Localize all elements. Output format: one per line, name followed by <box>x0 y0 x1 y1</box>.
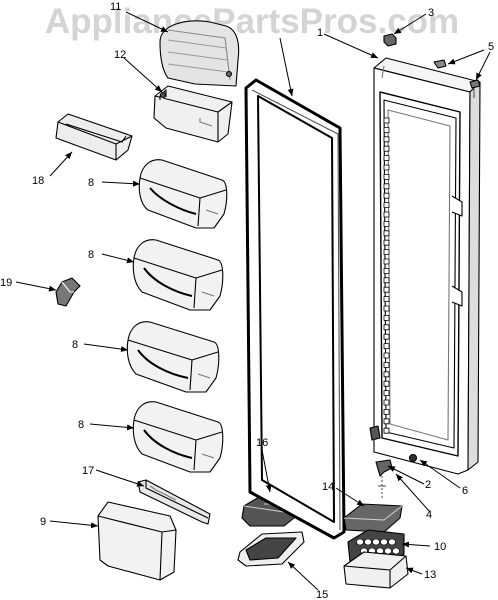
ice-cube-cell <box>356 538 364 546</box>
liner-dimple <box>383 314 390 321</box>
callout-10: 10 <box>434 541 446 553</box>
ice-cube-cell <box>372 538 380 546</box>
ice-tray-cover-part <box>343 503 403 533</box>
callout-14: 14 <box>322 481 334 493</box>
ice-cube-cell <box>364 538 372 546</box>
liner-dimple <box>383 390 390 397</box>
callout-8-b: 8 <box>88 249 94 261</box>
liner-dimple <box>383 183 390 190</box>
callout-6: 6 <box>462 485 468 497</box>
liner-dimple <box>383 155 390 162</box>
callout-4: 4 <box>426 509 432 521</box>
callout-12: 12 <box>114 49 126 61</box>
liner-dimple <box>383 286 390 293</box>
ice-tray-part <box>237 531 305 567</box>
door-bin-part-4 <box>132 401 224 473</box>
ice-cube-cell <box>388 538 396 546</box>
callout-11: 11 <box>110 1 121 13</box>
liner-dimple <box>383 239 390 246</box>
callout-16: 16 <box>256 437 268 449</box>
callout-3: 3 <box>428 7 434 19</box>
callout-5: 5 <box>488 41 494 53</box>
liner-dimple <box>383 277 390 284</box>
door-bin-part-2 <box>132 239 224 311</box>
ice-cube-cell <box>384 547 392 555</box>
lower-hinge-part <box>369 425 393 500</box>
door-assembly-part <box>373 57 481 475</box>
screw-part-5a <box>433 59 447 69</box>
liner-dimple <box>383 249 390 256</box>
liner-dimple <box>383 352 390 359</box>
liner-dimple <box>383 173 390 180</box>
callout-2: 2 <box>425 479 431 491</box>
liner-dimple <box>383 117 390 124</box>
liner-dimple <box>383 258 390 265</box>
small-door-shelf-part <box>55 113 133 161</box>
liner-dimple <box>383 380 390 387</box>
dairy-cover-part <box>159 20 240 87</box>
callout-19: 19 <box>0 277 12 289</box>
door-bin-part-3 <box>126 321 220 393</box>
liner-dimple <box>383 136 390 143</box>
liner-dimple <box>383 145 390 152</box>
liner-dimple <box>383 230 390 237</box>
ice-cube-cell <box>380 538 388 546</box>
callout-8-c: 8 <box>72 339 78 351</box>
door-gasket-part <box>244 78 346 540</box>
callout-15: 15 <box>316 589 328 600</box>
callout-9: 9 <box>40 516 46 528</box>
leader-lines <box>15 11 491 591</box>
liner-dimple <box>383 343 390 350</box>
dairy-bin-part <box>153 85 233 143</box>
liner-dimple <box>383 418 390 425</box>
liner-dimple <box>383 192 390 199</box>
liner-dimple <box>383 202 390 209</box>
liner-dimple <box>383 267 390 274</box>
door-liner-dimples <box>383 117 390 434</box>
liner-dimple <box>383 211 390 218</box>
retainer-bar-part <box>137 479 211 525</box>
callout-13: 13 <box>424 569 436 581</box>
screw-part-5b <box>469 79 481 98</box>
liner-dimple <box>383 164 390 171</box>
callout-17: 17 <box>82 465 94 477</box>
liner-dimple <box>383 305 390 312</box>
liner-dimple <box>383 408 390 415</box>
large-door-bin-part <box>97 501 177 581</box>
liner-dimple <box>383 127 390 133</box>
liner-dimple <box>383 361 390 368</box>
callout-8-d: 8 <box>78 419 84 431</box>
liner-dimple <box>383 296 390 303</box>
shelf-clip-part <box>55 277 81 307</box>
callout-8-a: 8 <box>88 177 94 189</box>
liner-dimple <box>383 220 390 227</box>
callout-18: 18 <box>32 175 44 187</box>
hinge-cap-part <box>383 33 397 47</box>
ice-storage-bin-part <box>343 551 409 589</box>
liner-dimple <box>383 324 390 331</box>
ice-cube-cell <box>392 547 400 555</box>
plug-part <box>408 453 418 463</box>
liner-dimple <box>383 371 390 378</box>
ice-cube-cells <box>356 538 400 555</box>
liner-dimple <box>383 427 390 434</box>
door-bin-part-1 <box>138 159 228 229</box>
liner-dimple <box>383 399 390 406</box>
callout-1: 1 <box>317 27 323 39</box>
liner-dimple <box>383 333 390 340</box>
